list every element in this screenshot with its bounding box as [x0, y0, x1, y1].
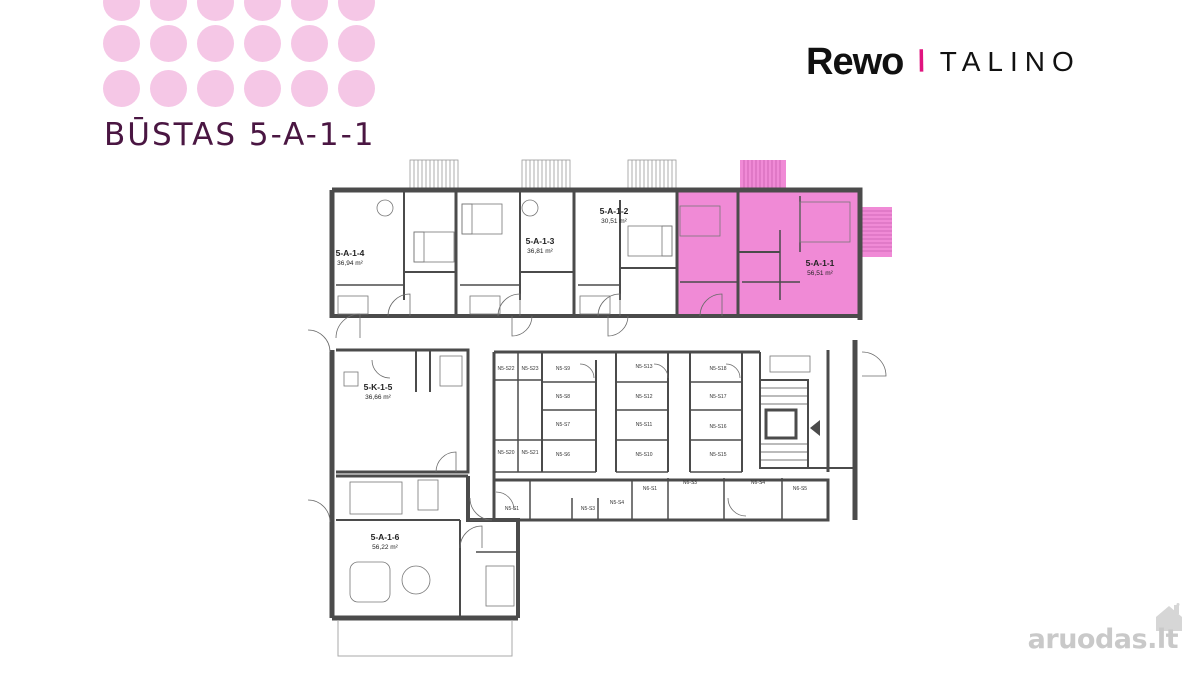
brand-name-light: TALINO — [939, 46, 1081, 77]
brand-separator: \ — [914, 45, 929, 78]
storage-label: N5-S20 — [498, 450, 515, 456]
brand-logo: Rewo \ TALINO — [806, 40, 1081, 84]
storage-label: N5-S21 — [522, 450, 539, 456]
storage-label: N5-S12 — [636, 394, 653, 400]
storage-label: N5-S11 — [636, 422, 653, 428]
storage-label: N5-S10 — [636, 452, 653, 458]
brand-name-bold: Rewo — [806, 40, 904, 83]
storage-label: N5-S22 — [498, 366, 515, 372]
unit-area-5-A-1-2: 30,51 m² — [601, 218, 627, 225]
storage-label: N5-S8 — [556, 394, 570, 400]
unit-label-5-A-1-4: 5-A-1-4 — [336, 248, 365, 258]
decorative-dot-grid — [103, 0, 383, 110]
storage-label: N5-S18 — [710, 366, 727, 372]
storage-label: N5-S17 — [710, 394, 727, 400]
terrace — [337, 620, 513, 657]
unit-labels: 5-A-1-4 36,94 m² 5-A-1-3 36,81 m² 5-A-1-… — [336, 206, 835, 551]
storage-label: N5-S23 — [522, 366, 539, 372]
storage-label: N6-S4 — [751, 480, 765, 486]
storage-label: N5-S9 — [556, 366, 570, 372]
door-swings — [307, 293, 887, 549]
storage-label: N5-S7 — [556, 422, 570, 428]
house-icon — [1156, 603, 1182, 631]
storage-label: N5-S4 — [610, 500, 624, 506]
unit-label-5-A-1-6: 5-A-1-6 — [371, 532, 400, 542]
unit-area-5-A-1-1: 56,51 m² — [807, 270, 833, 277]
walls — [329, 187, 863, 621]
storage-label: N5-S15 — [710, 452, 727, 458]
unit-label-5-A-1-1: 5-A-1-1 — [806, 258, 835, 268]
storage-label: N5-S6 — [556, 452, 570, 458]
storage-label: N6-S5 — [793, 486, 807, 492]
page-title: BŪSTAS 5-A-1-1 — [104, 117, 376, 153]
storage-label: N5-S16 — [710, 424, 727, 430]
storage-label: N5-S3 — [581, 506, 595, 512]
unit-label-5-A-1-2: 5-A-1-2 — [600, 206, 629, 216]
unit-area-5-K-1-5: 36,66 m² — [365, 394, 391, 401]
storage-label: N5-S1 — [505, 506, 519, 512]
unit-label-5-A-1-3: 5-A-1-3 — [526, 236, 555, 246]
furniture — [337, 199, 851, 607]
unit-area-5-A-1-6: 56,22 m² — [372, 544, 398, 551]
watermark: aruodas.lt — [1027, 624, 1179, 655]
unit-area-5-A-1-4: 36,94 m² — [337, 260, 363, 267]
storage-label: N6-S1 — [643, 486, 657, 492]
unit-label-5-K-1-5: 5-K-1-5 — [364, 382, 393, 392]
floor-plan: 5-A-1-4 36,94 m² 5-A-1-3 36,81 m² 5-A-1-… — [307, 159, 892, 657]
storage-label: N6-S3 — [683, 480, 697, 486]
unit-area-5-A-1-3: 36,81 m² — [527, 248, 553, 255]
storage-labels: N5-S22 N5-S23 N5-S9 N5-S13 N5-S18 N5-S8 … — [498, 364, 808, 512]
balconies — [409, 159, 677, 189]
storage-label: N5-S13 — [636, 364, 653, 370]
